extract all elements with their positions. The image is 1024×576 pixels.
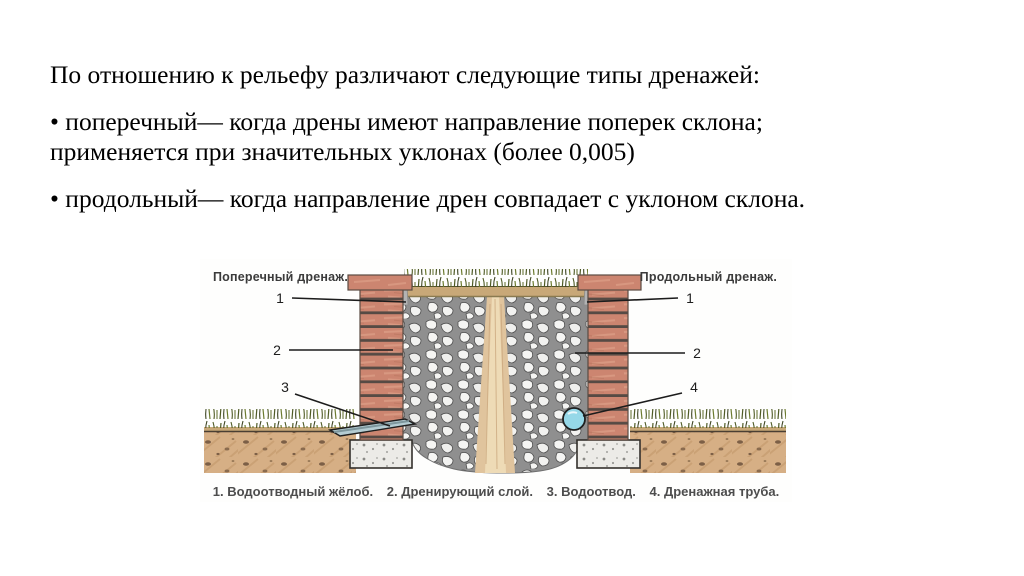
brick-pillar-left-cap: [347, 274, 413, 291]
figure-label-longitudinal: Продольный дренаж.: [639, 270, 777, 284]
callout-left-3: 3: [281, 379, 391, 427]
caption-item-drainage-layer: 2. Дренирующий слой.: [386, 484, 533, 499]
ground-left: [204, 409, 356, 473]
paragraph-bullet-longitudinal: • продольный— когда направление дрен сов…: [50, 184, 806, 213]
drainage-figure: Поперечный дренаж. Продольный дренаж.: [200, 259, 792, 502]
callout-right-1: 1: [586, 290, 694, 306]
callout-left-2: 2: [273, 342, 393, 358]
drainage-cross-section-illustration: 1 2 3 1 2 4: [204, 269, 786, 474]
svg-text:4: 4: [690, 379, 698, 395]
ground-right: [630, 409, 786, 473]
sand-stripe: [475, 296, 515, 473]
caption-item-drain-pipe: 4. Дренажная труба.: [649, 484, 780, 499]
caption-item-water-outlet: 3. Водоотвод.: [546, 484, 636, 499]
figure-caption: 1. Водоотводный жёлоб. 2. Дренирующий сл…: [200, 484, 792, 499]
body-text: По отношению к рельефу различают следующ…: [50, 60, 970, 231]
grass-left: [204, 409, 356, 428]
paragraph-bullet-transverse: • поперечный— когда дрены имеют направле…: [50, 107, 763, 166]
caption-item-gutter: 1. Водоотводный жёлоб.: [212, 484, 374, 499]
svg-text:2: 2: [273, 342, 281, 358]
brick-pillar-right: [577, 274, 642, 441]
drain-pipe-icon: [562, 407, 586, 431]
svg-text:1: 1: [276, 290, 284, 306]
grass-right: [630, 409, 786, 428]
callout-right-4: 4: [582, 379, 698, 417]
footing-left: [349, 439, 413, 469]
brick-pillar-right-cap: [577, 274, 642, 291]
callout-left-1: 1: [276, 290, 407, 306]
callout-right-2: 2: [575, 345, 701, 361]
turf-strip: [404, 269, 588, 298]
brick-pillar-left: [347, 274, 413, 441]
svg-text:2: 2: [693, 345, 701, 361]
figure-label-transverse: Поперечный дренаж.: [213, 270, 348, 284]
footing-right: [576, 439, 641, 469]
paragraph-intro: По отношению к рельефу различают следующ…: [50, 60, 760, 89]
svg-text:1: 1: [686, 290, 694, 306]
svg-text:3: 3: [281, 379, 289, 395]
